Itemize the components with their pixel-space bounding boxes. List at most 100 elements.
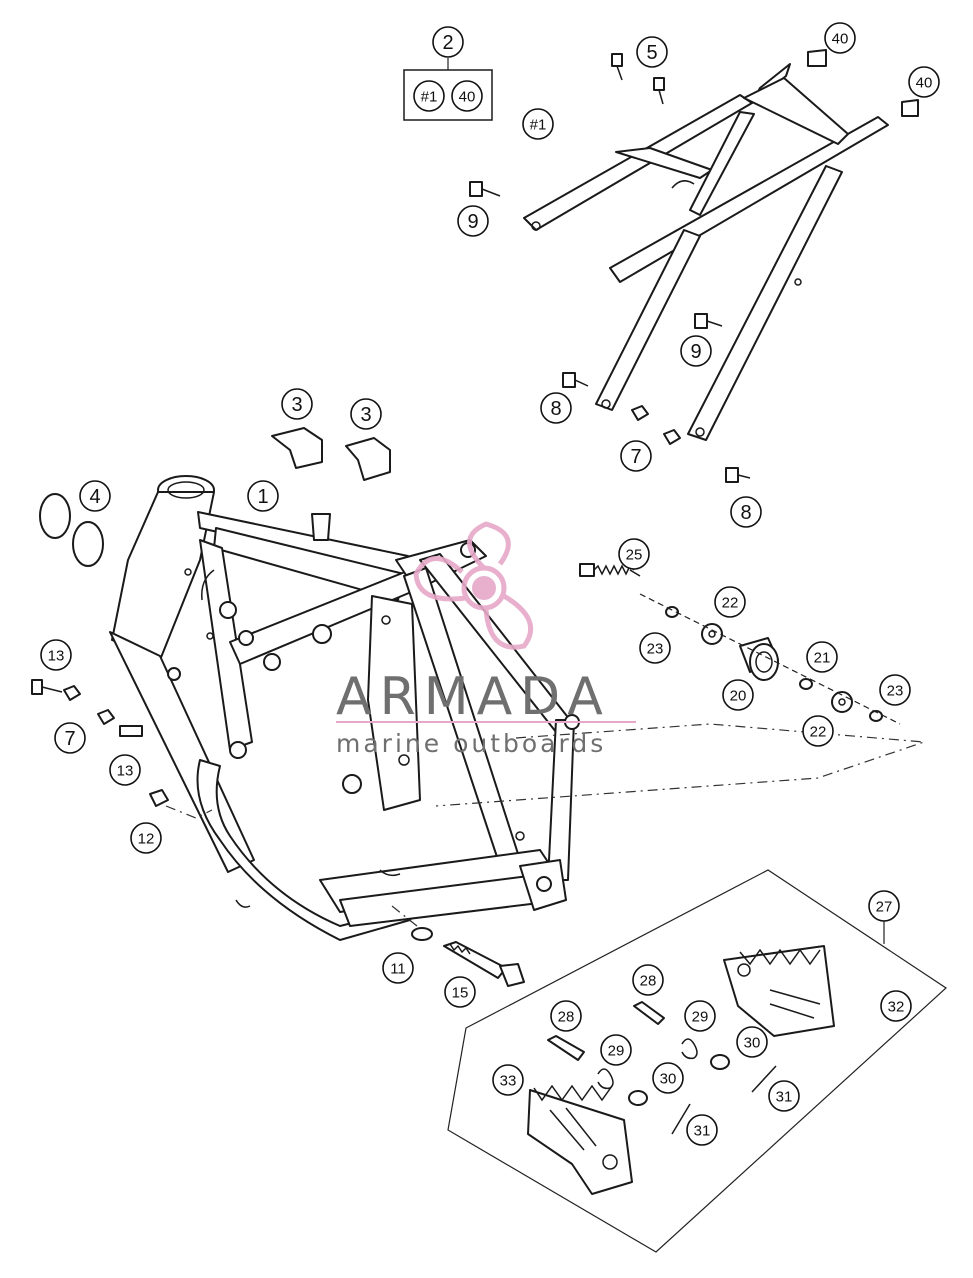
callout-8: 9 bbox=[457, 205, 489, 237]
callout-label: 23 bbox=[887, 683, 904, 700]
footpeg-kit-box bbox=[447, 869, 947, 1253]
footpeg-hardware bbox=[547, 1001, 777, 1135]
callout-label: 28 bbox=[558, 1009, 575, 1026]
callout-label: 7 bbox=[630, 446, 641, 468]
callout-ring bbox=[130, 822, 162, 854]
callout-label: 9 bbox=[690, 341, 701, 363]
callout-label: 13 bbox=[117, 763, 134, 780]
subframe bbox=[523, 63, 889, 441]
callout-label: 40 bbox=[916, 75, 933, 92]
callout-ring bbox=[880, 990, 912, 1022]
callout-ring bbox=[432, 26, 464, 58]
callout-label: 3 bbox=[291, 394, 302, 416]
callout-label: 22 bbox=[810, 724, 827, 741]
callout-ring bbox=[636, 36, 668, 68]
footpeg-right bbox=[723, 945, 835, 1037]
callout-label: 29 bbox=[692, 1009, 709, 1026]
callout-15: 4 bbox=[79, 480, 111, 512]
callout-19: 23 bbox=[639, 632, 671, 664]
callout-5: 40 bbox=[824, 22, 856, 54]
callout-label: 3 bbox=[360, 404, 371, 426]
callout-21: 20 bbox=[722, 679, 754, 711]
callout-label: 40 bbox=[832, 31, 849, 48]
callout-label: 13 bbox=[48, 648, 65, 665]
callout-ring bbox=[879, 674, 911, 706]
callout-10: 8 bbox=[540, 392, 572, 424]
callout-ring bbox=[620, 440, 652, 472]
centerline-lower bbox=[165, 805, 213, 819]
callout-16: 1 bbox=[247, 480, 279, 512]
callout-3: 40 bbox=[451, 80, 483, 112]
callout-ring bbox=[550, 1000, 582, 1032]
callout-ring bbox=[686, 1114, 718, 1146]
callout-ring bbox=[639, 632, 671, 664]
footpeg-left bbox=[527, 1084, 633, 1195]
callout-label: 8 bbox=[550, 398, 561, 420]
callout-ring bbox=[281, 388, 313, 420]
callout-label: 31 bbox=[776, 1089, 793, 1106]
callout-ring bbox=[444, 976, 476, 1008]
callout-label: 20 bbox=[730, 688, 747, 705]
callout-ring bbox=[600, 1034, 632, 1066]
callout-7: #1 bbox=[522, 108, 554, 140]
callout-27: 12 bbox=[130, 822, 162, 854]
callout-ring bbox=[714, 586, 746, 618]
callout-20: 21 bbox=[806, 641, 838, 673]
watermark: ARMADA marine outboards bbox=[336, 521, 636, 758]
left-hardware bbox=[31, 679, 169, 807]
callout-ring bbox=[492, 1064, 524, 1096]
callout-ring bbox=[768, 1080, 800, 1112]
callout-label: 40 bbox=[459, 89, 476, 106]
callout-label: #1 bbox=[421, 89, 438, 106]
callout-label: 22 bbox=[722, 595, 739, 612]
callout-30: 27 bbox=[868, 890, 900, 922]
callout-18: 22 bbox=[714, 586, 746, 618]
callout-29: 15 bbox=[444, 976, 476, 1008]
callout-28: 11 bbox=[382, 952, 414, 984]
rings bbox=[39, 493, 104, 567]
callout-ring bbox=[350, 398, 382, 430]
callout-31: 28 bbox=[632, 964, 664, 996]
callout-2: #1 bbox=[413, 80, 445, 112]
callout-ring bbox=[382, 952, 414, 984]
callout-ring bbox=[247, 480, 279, 512]
swingarm-bolt bbox=[411, 927, 525, 987]
callout-ring bbox=[652, 1062, 684, 1094]
callout-ring bbox=[540, 392, 572, 424]
callout-34: 29 bbox=[684, 1000, 716, 1032]
callout-22: 23 bbox=[879, 674, 911, 706]
callout-label: 21 bbox=[814, 650, 831, 667]
brackets bbox=[271, 427, 391, 481]
callout-32: 32 bbox=[880, 990, 912, 1022]
callout-label: 23 bbox=[647, 641, 664, 658]
callout-33: 28 bbox=[550, 1000, 582, 1032]
callout-ring bbox=[802, 715, 834, 747]
callout-37: 33 bbox=[492, 1064, 524, 1096]
callout-label: 12 bbox=[138, 831, 155, 848]
callout-ring bbox=[684, 1000, 716, 1032]
callout-label: 5 bbox=[646, 42, 657, 64]
callout-25: 7 bbox=[54, 722, 86, 754]
callout-ring bbox=[109, 754, 141, 786]
callout-label: 30 bbox=[660, 1071, 677, 1088]
callout-ring bbox=[413, 80, 445, 112]
callout-9: 9 bbox=[680, 335, 712, 367]
callout-label: 8 bbox=[740, 502, 751, 524]
callout-label: 1 bbox=[257, 486, 268, 508]
callout-ring bbox=[736, 1026, 768, 1058]
callout-35: 29 bbox=[600, 1034, 632, 1066]
roller-stack bbox=[579, 563, 901, 725]
callout-ring bbox=[908, 66, 940, 98]
callout-4: 5 bbox=[636, 36, 668, 68]
callout-ring bbox=[457, 205, 489, 237]
callout-label: 4 bbox=[89, 486, 100, 508]
callout-ring bbox=[54, 722, 86, 754]
callout-ring bbox=[632, 964, 664, 996]
callout-label: 11 bbox=[390, 961, 406, 978]
callout-ring bbox=[522, 108, 554, 140]
callout-ring bbox=[722, 679, 754, 711]
callout-39: 31 bbox=[768, 1080, 800, 1112]
callout-ring bbox=[79, 480, 111, 512]
callout-ring bbox=[824, 22, 856, 54]
callout-label: 25 bbox=[626, 547, 643, 564]
